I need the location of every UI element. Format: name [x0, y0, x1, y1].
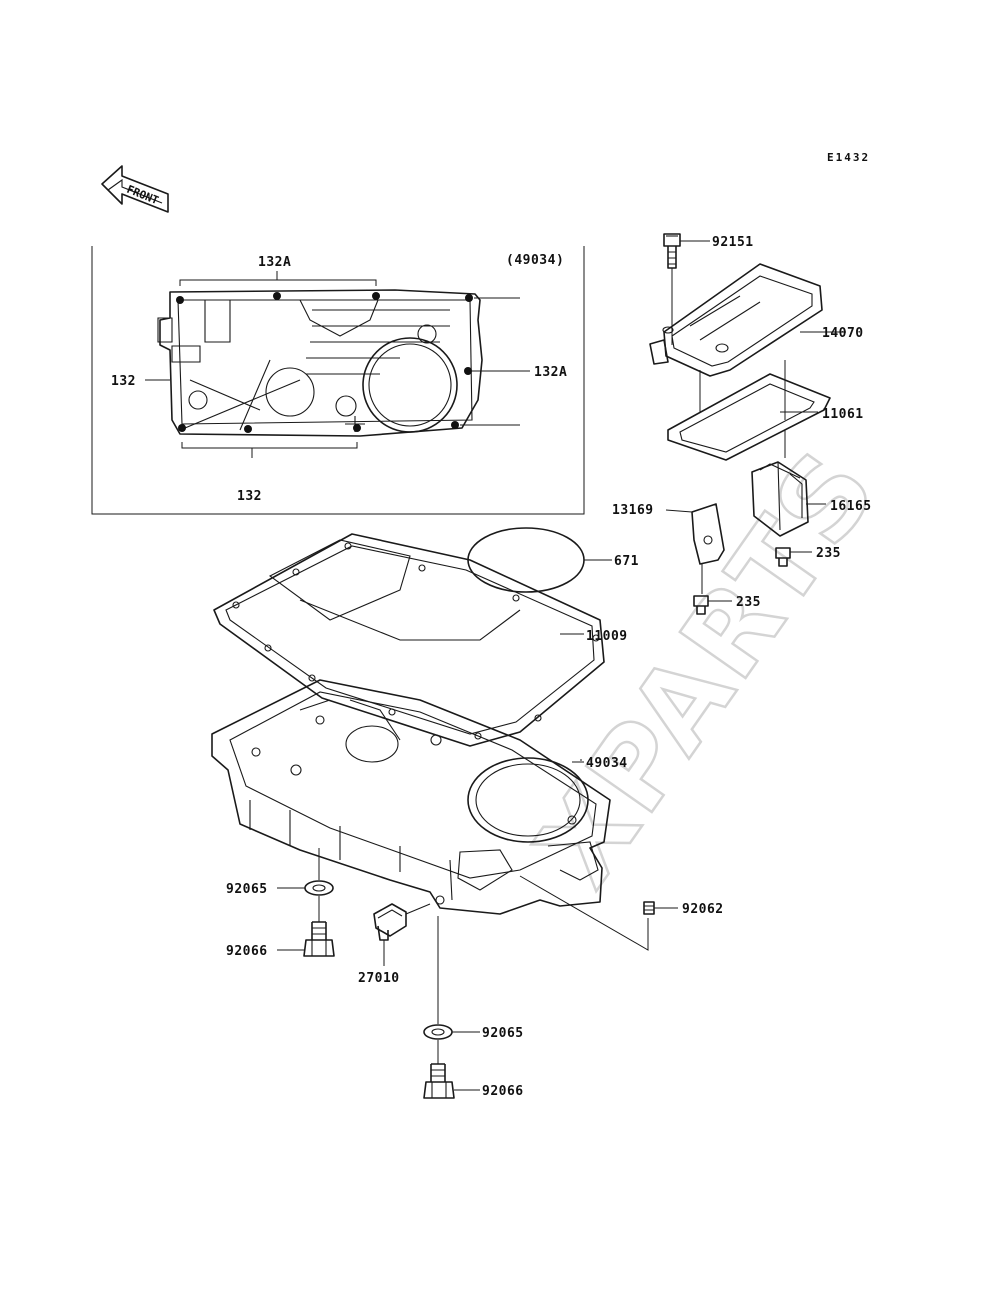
drain-bolt-92066-left	[303, 921, 335, 957]
oil-pressure-switch-27010	[373, 903, 407, 941]
label-92065-left: 92065	[226, 882, 268, 897]
label-16165: 16165	[830, 499, 872, 514]
label-92062: 92062	[682, 902, 724, 917]
front-arrow-icon: FRONT	[101, 165, 169, 213]
washer-92065-bottom	[423, 1024, 453, 1040]
inset-ref: (49034)	[506, 253, 564, 268]
bolt-235-bottom	[693, 595, 709, 615]
label-49034: 49034	[586, 756, 628, 771]
inset-panel: (49034)	[91, 246, 585, 515]
label-132-bottom: 132	[237, 489, 262, 504]
label-671: 671	[614, 554, 639, 569]
gasket-11009	[213, 533, 605, 747]
label-235-bottom: 235	[736, 595, 761, 610]
bolt-235-right	[775, 547, 791, 567]
bolt-92151	[663, 233, 681, 269]
label-14070: 14070	[822, 326, 864, 341]
oil-pan-49034	[211, 679, 611, 915]
baffle-cover-14070	[649, 263, 823, 377]
label-92151: 92151	[712, 235, 754, 250]
label-92066-left: 92066	[226, 944, 268, 959]
dowel-pin-92062	[643, 901, 655, 915]
gasket-11061	[667, 373, 831, 461]
label-92065-bottom: 92065	[482, 1026, 524, 1041]
label-235-right: 235	[816, 546, 841, 561]
label-11009: 11009	[586, 629, 628, 644]
label-92066-bottom: 92066	[482, 1084, 524, 1099]
front-label: FRONT	[125, 183, 161, 208]
diagram-code: E1432	[827, 151, 870, 164]
drain-bolt-92066-bottom	[423, 1063, 455, 1099]
label-11061: 11061	[822, 407, 864, 422]
label-132A-top: 132A	[258, 255, 291, 270]
reed-valve-16165	[751, 461, 809, 537]
label-132-left: 132	[111, 374, 136, 389]
label-27010: 27010	[358, 971, 400, 986]
bracket-13169	[691, 503, 725, 565]
label-13169: 13169	[612, 503, 654, 518]
label-132A-right: 132A	[534, 365, 567, 380]
inset-oil-pan	[157, 289, 483, 437]
washer-92065-left	[304, 880, 334, 896]
o-ring-671	[467, 527, 585, 593]
